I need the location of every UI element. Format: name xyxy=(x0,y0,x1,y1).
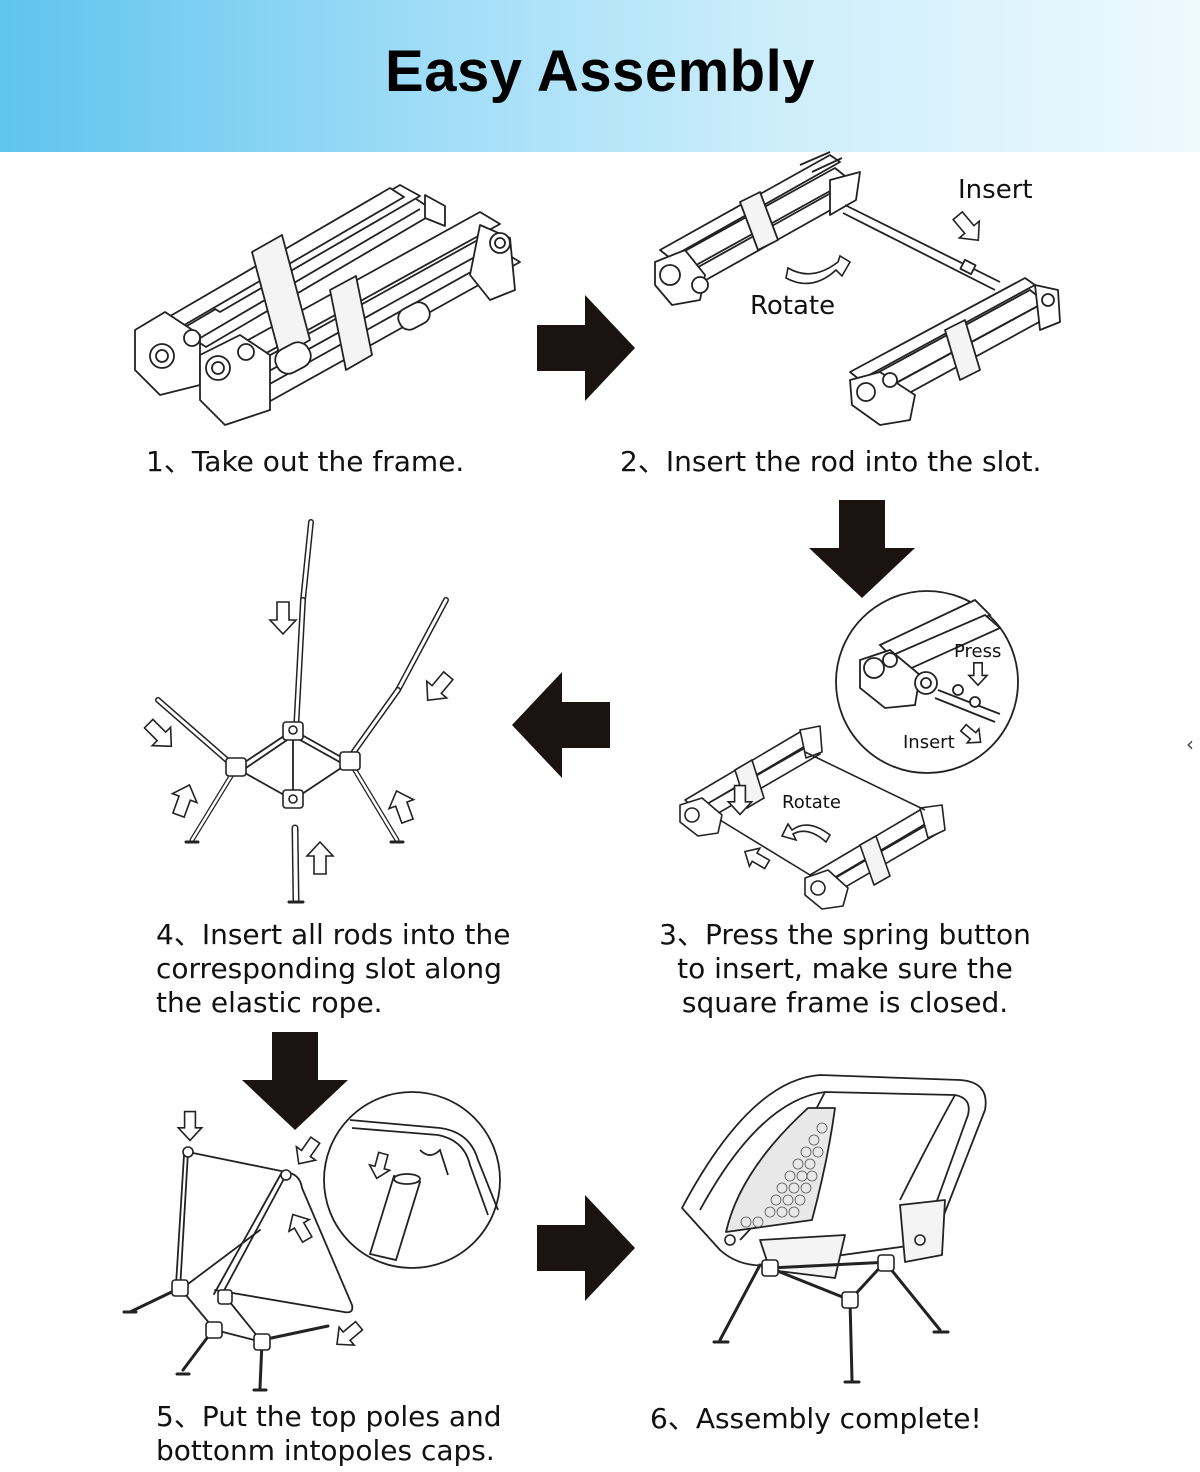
arrow-step3-to-step4-icon xyxy=(512,672,610,778)
step2-rotate-label: Rotate xyxy=(750,291,835,321)
step3-insert-left-arrow-icon xyxy=(739,841,773,875)
step4-center-up-arrow-icon xyxy=(306,841,334,875)
step4-caption: 4、Insert all rods into the corresponding… xyxy=(156,918,511,1019)
step1-caption: 1、Take out the frame. xyxy=(146,445,465,478)
step5-joints xyxy=(172,1147,291,1350)
step1-folded-frame-illustration xyxy=(135,185,520,425)
arrow-step1-to-step2-icon xyxy=(537,295,635,401)
arrow-step2-to-step3-icon xyxy=(809,500,915,598)
step6-joints xyxy=(725,1235,925,1308)
step4-right-up-arrow-icon xyxy=(383,785,421,827)
step2-rotate-arrow-icon xyxy=(786,256,850,283)
step4-down-arrow-icon xyxy=(269,601,297,635)
step2-frame-illustration xyxy=(655,152,1060,425)
step3-press-label: Press xyxy=(954,641,1001,662)
step6-completed-chair-illustration xyxy=(682,1075,986,1278)
step3-insert-label: Insert xyxy=(903,732,955,753)
step4-rods-illustration xyxy=(158,522,446,902)
step2-insert-label: Insert xyxy=(958,175,1033,205)
step6-mesh-pattern xyxy=(741,1123,827,1227)
page-title: Easy Assembly xyxy=(385,39,815,104)
step3-rotate-arrow-icon xyxy=(782,824,830,842)
step4-joints xyxy=(226,722,360,808)
step4-left-up-arrow-icon xyxy=(165,779,203,821)
step5-top-left-arrow-icon xyxy=(177,1110,203,1142)
step5-caption: 5、Put the top poles and bottonm intopole… xyxy=(156,1400,502,1467)
step6-legs xyxy=(714,1262,948,1382)
step5-zoom-detail xyxy=(324,1092,500,1268)
step3-zoom-detail xyxy=(836,591,1018,773)
step2-insert-arrow-icon xyxy=(946,206,990,250)
side-scroll-chevron-icon[interactable]: ‹ xyxy=(1186,732,1194,756)
step4-right-down-arrow-icon xyxy=(416,666,460,710)
step3-rotate-label: Rotate xyxy=(782,792,841,813)
step5-top-right-arrow-icon xyxy=(288,1132,326,1172)
step5-chair-frame-illustration xyxy=(124,1152,352,1390)
arrow-step5-to-step6-icon xyxy=(537,1195,635,1301)
step3-square-frame-illustration xyxy=(680,726,945,909)
step3-caption: 3、Press the spring button to insert, mak… xyxy=(659,918,1031,1019)
step2-caption: 2、Insert the rod into the slot. xyxy=(620,445,1042,478)
header-banner xyxy=(0,0,1200,152)
arrow-step4-to-step5-icon xyxy=(242,1032,348,1130)
step4-left-down-arrow-icon xyxy=(138,713,182,757)
step6-caption: 6、Assembly complete! xyxy=(650,1402,982,1435)
step5-right-bottom-arrow-icon xyxy=(328,1316,368,1354)
